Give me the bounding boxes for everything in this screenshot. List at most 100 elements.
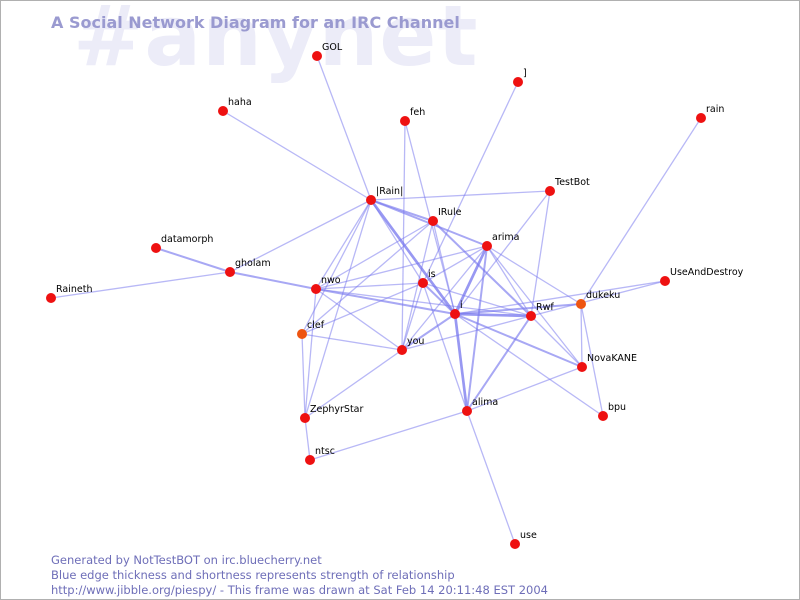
edge-gol-rain <box>316 55 372 201</box>
diagram-title: A Social Network Diagram for an IRC Chan… <box>51 13 460 32</box>
node-dot <box>545 186 555 196</box>
node-testbot: TestBot <box>545 177 590 196</box>
node-label: ] <box>523 68 527 79</box>
channel-watermark: #anynet <box>73 0 479 85</box>
node-gol: GOL <box>312 42 343 61</box>
node-label: alima <box>472 397 498 408</box>
edge-is-rwf <box>422 282 532 317</box>
footer-legend-line: Blue edge thickness and shortness repres… <box>51 568 455 582</box>
node-label: ZephyrStar <box>310 404 364 415</box>
node-label: Rwf <box>536 302 554 313</box>
node-label: bpu <box>608 402 626 413</box>
edge-is-you <box>401 282 424 351</box>
edge-irule-i <box>432 220 456 315</box>
edge-clef-you <box>301 333 403 351</box>
node-clef: clef <box>297 320 325 339</box>
edge-alima-ntsc <box>309 410 468 461</box>
footer-url-line: http://www.jibble.org/piespy/ - This fra… <box>51 583 548 597</box>
edge-arima-nwo <box>315 245 488 290</box>
node-i: i <box>450 300 463 319</box>
edge-alima-novakane <box>466 366 583 412</box>
node-label: gholam <box>235 258 271 269</box>
edge-is-clef <box>301 282 424 335</box>
edge-arima-you <box>401 245 488 351</box>
edge-rain-zephyrstar <box>304 199 372 419</box>
node-dot <box>510 539 520 549</box>
node-dot <box>46 293 56 303</box>
node-label: use <box>520 530 537 541</box>
node-dot <box>576 299 586 309</box>
node-label: feh <box>410 107 425 118</box>
node-novakane: NovaKANE <box>577 353 637 372</box>
node-dot <box>151 243 161 253</box>
node-dot <box>513 77 523 87</box>
edge-nwo-is <box>315 282 424 290</box>
edge-is-i <box>422 282 456 315</box>
node-label: ntsc <box>315 446 335 457</box>
edge-rain-nwo <box>315 199 372 290</box>
edge-i-you <box>401 313 456 351</box>
edge-testbot-rwf <box>530 190 551 317</box>
node-gholam: gholam <box>225 258 271 277</box>
node-raineth: Raineth <box>46 284 92 303</box>
edge-nwo-zephyrstar <box>304 288 317 419</box>
node-dot <box>400 116 410 126</box>
node-dot <box>218 106 228 116</box>
edge-bracket-is <box>422 81 519 284</box>
node-label: dukeku <box>586 290 620 301</box>
edge-haha-rain <box>222 110 372 201</box>
node-dot <box>312 51 322 61</box>
edge-i-alima <box>453 312 469 413</box>
node-ntsc: ntsc <box>305 446 335 465</box>
node-label: UseAndDestroy <box>670 267 744 278</box>
node-bracket: ] <box>513 68 527 87</box>
node-label: clef <box>307 320 325 331</box>
node-dot <box>397 345 407 355</box>
node-label: i <box>460 300 463 311</box>
edge-dukeku-novakane <box>580 303 583 368</box>
node-feh: feh <box>400 107 425 126</box>
edge-zephyrstar-ntsc <box>304 417 311 461</box>
edge-rwf-you <box>401 315 532 351</box>
node-label: haha <box>228 97 252 108</box>
node-dot <box>660 276 670 286</box>
edge-testbot-rain <box>370 190 551 201</box>
edge-arima-is <box>422 245 488 284</box>
edge-rain-dukeku <box>580 117 702 305</box>
edge-i-novakane <box>454 313 583 368</box>
edge-rwf-novakane <box>530 315 583 368</box>
node-label: |Rain| <box>376 186 403 197</box>
node-label: datamorph <box>161 234 213 245</box>
node-dot <box>418 278 428 288</box>
edge-dukeku-bpu <box>580 303 604 417</box>
edge-i-rwf <box>453 312 533 318</box>
node-dot <box>598 411 608 421</box>
node-label: IRule <box>438 207 462 218</box>
node-dot <box>366 195 376 205</box>
node-irule: IRule <box>428 207 462 226</box>
edge-arima-novakane <box>486 245 583 368</box>
node-bpu: bpu <box>598 402 626 421</box>
node-haha: haha <box>218 97 252 116</box>
edge-irule-nwo <box>315 220 434 290</box>
node-label: Raineth <box>56 284 92 295</box>
edge-gholam-nwo <box>229 271 317 290</box>
edge-rain-i <box>369 198 457 316</box>
node-label: nwo <box>321 275 341 286</box>
node-arima: arima <box>482 232 519 251</box>
edge-feh-you <box>401 120 406 351</box>
node-label: is <box>428 269 436 280</box>
node-dot <box>450 309 460 319</box>
node-datamorph: datamorph <box>151 234 213 253</box>
node-you: you <box>397 336 424 355</box>
edge-is-alima <box>422 282 468 412</box>
edge-irule-rwf <box>432 220 532 317</box>
node-label: TestBot <box>554 177 590 188</box>
edge-gholam-raineth <box>50 271 231 299</box>
node-rain: rain <box>696 104 724 123</box>
node-dot <box>482 241 492 251</box>
node-label: NovaKANE <box>587 353 637 364</box>
edge-clef-zephyrstar <box>301 333 306 419</box>
